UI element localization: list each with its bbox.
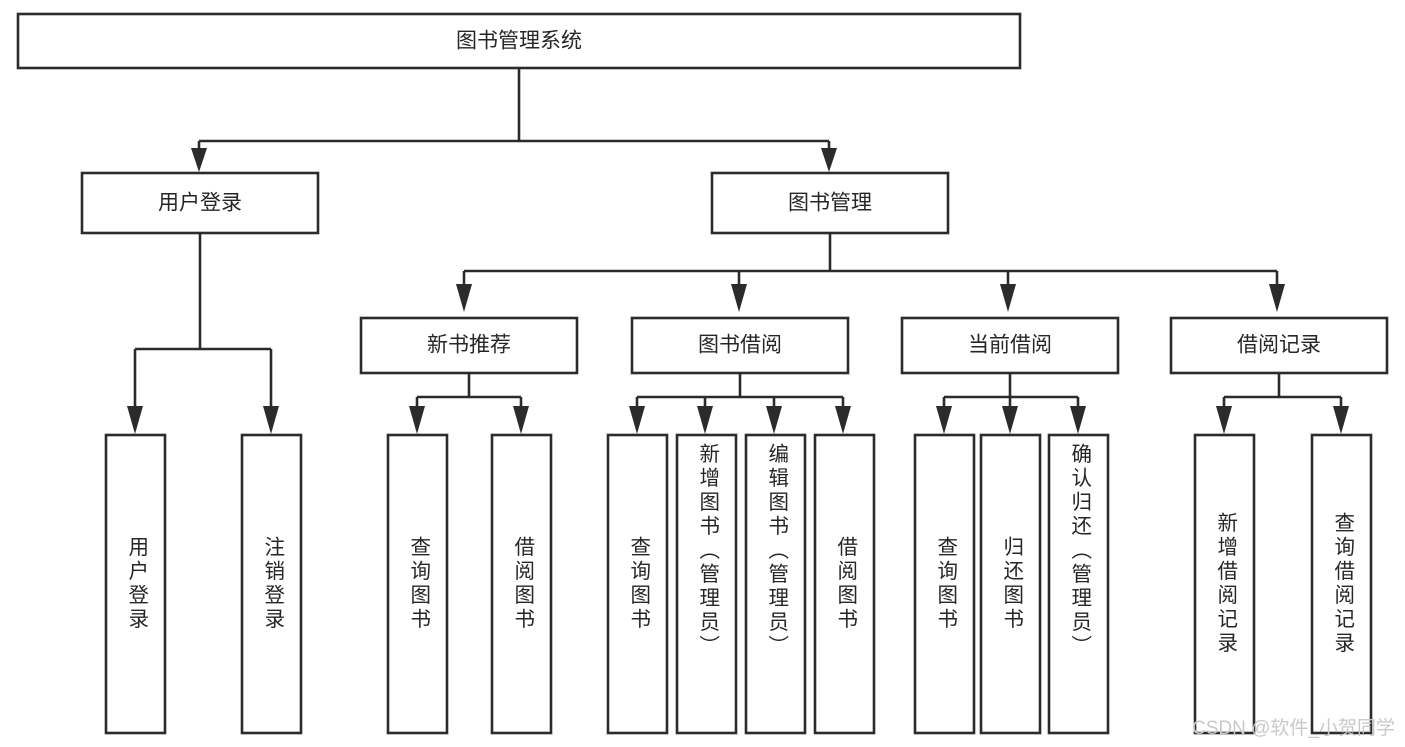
connector-user-login-to-leaves xyxy=(127,233,279,434)
node-root[interactable]: 图书管理系统 xyxy=(16,12,1022,70)
node-root-label: 图书管理系统 xyxy=(456,30,582,53)
arrow-to-leaf-query-book-2 xyxy=(629,406,645,434)
node-book-borrow[interactable]: 图书借阅 xyxy=(630,316,850,375)
node-new-book-recommend[interactable]: 新书推荐 xyxy=(359,316,579,375)
arrow-to-book-borrow xyxy=(731,284,747,312)
arrow-to-leaf-add-record xyxy=(1216,406,1232,434)
connector-borrow-record-to-leaves xyxy=(1216,373,1349,434)
node-book-borrow-label: 图书借阅 xyxy=(698,334,782,357)
leaf-logout-login-box[interactable] xyxy=(240,433,303,735)
arrow-to-leaf-edit-book xyxy=(766,406,782,434)
node-new-book-recommend-box[interactable] xyxy=(359,316,579,375)
node-user-login-label: 用户登录 xyxy=(158,192,242,215)
arrow-to-leaf-borrow-book-2 xyxy=(835,406,851,434)
node-borrow-record-label: 借阅记录 xyxy=(1237,334,1321,357)
leaf-query-book-2-box[interactable] xyxy=(606,433,669,735)
arrow-to-leaf-query-book-3 xyxy=(936,406,952,434)
node-root-box[interactable] xyxy=(16,12,1022,70)
node-book-management-label: 图书管理 xyxy=(788,192,872,215)
arrow-to-leaf-query-record xyxy=(1333,406,1349,434)
node-user-login[interactable]: 用户登录 xyxy=(80,171,320,235)
arrow-to-book-management xyxy=(821,148,837,172)
arrow-to-leaf-return-book xyxy=(1002,406,1018,434)
arrow-to-leaf-confirm-return xyxy=(1070,406,1086,434)
leaf-query-record-box[interactable] xyxy=(1310,433,1373,735)
connector-book-borrow-to-leaves xyxy=(629,373,851,434)
leaf-borrow-book-1-box[interactable] xyxy=(490,433,553,735)
arrow-to-leaf-logout-login xyxy=(263,406,279,434)
arrow-to-leaf-query-book-1 xyxy=(409,406,425,434)
leaf-edit-book-box[interactable] xyxy=(744,433,807,735)
node-current-borrow-label: 当前借阅 xyxy=(968,334,1052,357)
leaf-return-book-box[interactable] xyxy=(979,433,1042,735)
arrow-to-leaf-user-login xyxy=(127,406,143,434)
arrow-to-leaf-add-book xyxy=(697,406,713,434)
leaf-query-book-1-box[interactable] xyxy=(386,433,449,735)
arrow-to-borrow-record xyxy=(1269,284,1285,312)
arrow-to-leaf-borrow-book-1 xyxy=(513,406,529,434)
leaf-add-record-box[interactable] xyxy=(1193,433,1256,735)
node-current-borrow[interactable]: 当前借阅 xyxy=(900,316,1120,375)
leaf-query-book-3-box[interactable] xyxy=(913,433,976,735)
connector-current-borrow-to-leaves xyxy=(936,373,1086,434)
node-book-management[interactable]: 图书管理 xyxy=(710,171,950,235)
node-current-borrow-box[interactable] xyxy=(900,316,1120,375)
connector-root-to-level2 xyxy=(191,68,837,172)
leaf-user-login-box[interactable] xyxy=(104,433,167,735)
connector-new-book-recommend-to-leaves xyxy=(409,373,529,434)
node-user-login-box[interactable] xyxy=(80,171,320,235)
arrow-to-new-book-recommend xyxy=(456,284,472,312)
leaf-confirm-return-box[interactable] xyxy=(1047,433,1110,735)
arrow-to-user-login xyxy=(191,148,207,172)
node-new-book-recommend-label: 新书推荐 xyxy=(427,334,511,357)
leaf-add-book-box[interactable] xyxy=(675,433,738,735)
node-borrow-record[interactable]: 借阅记录 xyxy=(1169,316,1389,375)
arrow-to-current-borrow xyxy=(1000,284,1016,312)
connector-book-management-to-level3 xyxy=(456,233,1285,312)
leaf-borrow-book-2-box[interactable] xyxy=(813,433,876,735)
